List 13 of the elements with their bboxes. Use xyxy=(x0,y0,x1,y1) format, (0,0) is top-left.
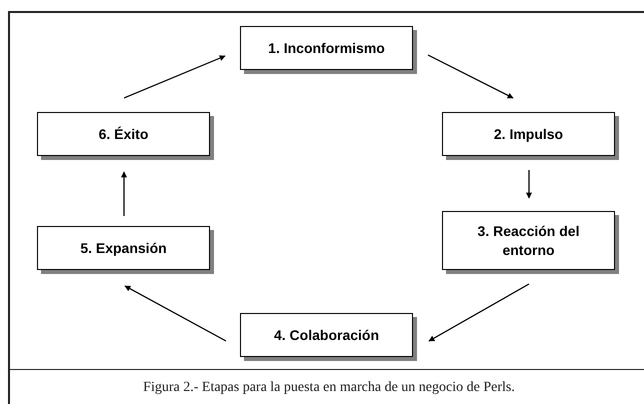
stage-label: 4. Colaboración xyxy=(274,326,380,344)
arrow xyxy=(124,55,226,99)
arrow xyxy=(526,170,532,199)
stage-label: 1. Inconformismo xyxy=(268,38,385,58)
stage-label: 6. Éxito xyxy=(98,124,148,144)
arrow xyxy=(121,171,127,216)
arrow xyxy=(124,285,226,342)
stage-label: 5. Expansión xyxy=(80,238,167,258)
arrow xyxy=(428,283,530,342)
caption: Figura 2.- Etapas para la puesta en marcha de un negocio de Perls. xyxy=(142,379,516,397)
stage-label: 2. Impulso xyxy=(494,124,564,144)
stage-label: 3. Reacción del entorno xyxy=(476,222,580,260)
arrow xyxy=(428,54,514,99)
